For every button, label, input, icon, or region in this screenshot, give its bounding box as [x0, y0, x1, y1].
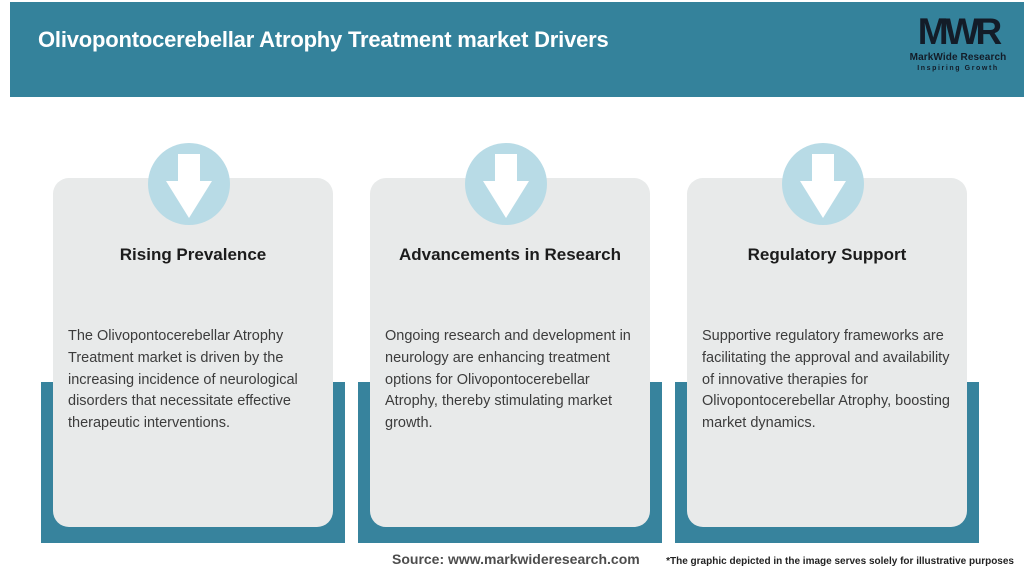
page-title: Olivopontocerebellar Atrophy Treatment m… — [38, 27, 609, 52]
card-description: Ongoing research and development in neur… — [385, 328, 631, 432]
disclaimer-note: *The graphic depicted in the image serve… — [666, 556, 1014, 567]
down-arrow-icon — [800, 150, 846, 218]
brand-logo: MWR MarkWide Research Inspiring Growth — [908, 13, 1008, 72]
logo-tagline: Inspiring Growth — [917, 65, 999, 72]
driver-column-regulatory-support: Regulatory Support Supportive regulatory… — [675, 0, 979, 576]
card-title: Advancements in Research — [398, 245, 622, 264]
driver-card: Regulatory Support Supportive regulatory… — [687, 178, 967, 527]
card-description: Supportive regulatory frameworks are fac… — [702, 328, 950, 432]
down-arrow-icon — [483, 150, 529, 218]
card-description: The Olivopontocerebellar Atrophy Treatme… — [68, 328, 298, 432]
driver-card: Rising Prevalence The Olivopontocerebell… — [53, 178, 333, 527]
card-title: Rising Prevalence — [119, 245, 267, 264]
driver-column-rising-prevalence: Rising Prevalence The Olivopontocerebell… — [41, 0, 345, 576]
icon-badge — [465, 143, 547, 225]
down-arrow-icon — [166, 150, 212, 218]
driver-column-advancements-in-research: Advancements in Research Ongoing researc… — [358, 0, 662, 576]
icon-badge — [782, 143, 864, 225]
header-bar: Olivopontocerebellar Atrophy Treatment m… — [10, 2, 1024, 97]
logo-company-name: MarkWide Research — [909, 52, 1007, 63]
source-attribution: Source: www.markwideresearch.com — [392, 551, 640, 567]
card-title: Regulatory Support — [747, 245, 907, 264]
logo-acronym-mwr: MWR — [917, 11, 1002, 52]
icon-badge — [148, 143, 230, 225]
driver-card: Advancements in Research Ongoing researc… — [370, 178, 650, 527]
